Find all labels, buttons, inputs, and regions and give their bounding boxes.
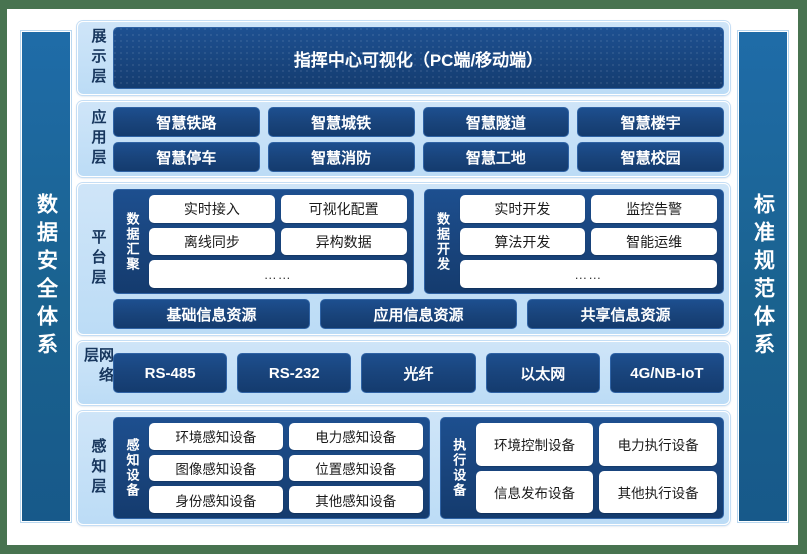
app-item-smart-construction-site[interactable]: 智慧工地	[422, 142, 570, 172]
app-item-smart-tunnel[interactable]: 智慧隧道	[422, 107, 570, 137]
chip-image-sensing-device[interactable]: 图像感知设备	[149, 454, 283, 482]
layer-network-name: 网络层	[82, 347, 114, 387]
chip-realtime-development[interactable]: 实时开发	[459, 195, 586, 223]
network-item-rs485[interactable]: RS-485	[113, 353, 228, 393]
layer-presentation: 展示层 指挥中心可视化（PC端/移动端）	[77, 21, 730, 95]
app-item-smart-campus[interactable]: 智慧校园	[577, 142, 724, 172]
group-body-data-development: 实时开发 监控告警 算法开发 智能运维 ……	[459, 195, 717, 289]
app-item-smart-urban-rail[interactable]: 智慧城铁	[267, 107, 415, 137]
layer-platform-name: 平台层	[89, 229, 107, 289]
layer-application-body: 智慧铁路 智慧城铁 智慧隧道 智慧楼宇 智慧停车 智慧消防 智慧工地 智慧校园	[113, 107, 724, 172]
app-item-smart-railway[interactable]: 智慧铁路	[113, 107, 260, 137]
app-item-smart-parking[interactable]: 智慧停车	[113, 142, 260, 172]
layer-application: 应用层 智慧铁路 智慧城铁 智慧隧道 智慧楼宇 智慧停车 智慧消防 智慧工地 智…	[77, 101, 730, 177]
sensing-row-1: 环境感知设备 电力感知设备	[149, 423, 423, 450]
chip-algorithm-development[interactable]: 算法开发	[459, 227, 586, 256]
app-item-smart-firefighting[interactable]: 智慧消防	[267, 142, 415, 172]
group-body-sensing-devices: 环境感知设备 电力感知设备 图像感知设备 位置感知设备 身份感知设备 其他感知设…	[149, 423, 423, 514]
chip-position-sensing-device[interactable]: 位置感知设备	[288, 454, 423, 482]
group-label-data-development: 数据开发	[435, 211, 450, 272]
chip-heterogeneous-data[interactable]: 异构数据	[280, 227, 407, 256]
network-item-ethernet[interactable]: 以太网	[485, 353, 600, 393]
architecture-diagram: 数据安全体系 展示层 指挥中心可视化（PC端/移动端） 应用层 智慧铁路 智慧城…	[7, 9, 798, 545]
chip-development-ellipsis: ……	[459, 260, 717, 289]
sensing-row-3: 身份感知设备 其他感知设备	[149, 486, 423, 514]
layer-network-body: RS-485 RS-232 光纤 以太网 4G/NB-IoT	[113, 347, 725, 399]
platform-groups-row: 数据汇聚 实时接入 可视化配置 离线同步 异构数据	[113, 189, 724, 294]
chip-power-actuating-device[interactable]: 电力执行设备	[599, 423, 717, 466]
aggregation-row-3: ……	[149, 260, 407, 289]
sensing-row-2: 图像感知设备 位置感知设备	[149, 454, 423, 482]
chip-visual-configuration[interactable]: 可视化配置	[280, 195, 407, 223]
resource-basic-information[interactable]: 基础信息资源	[113, 299, 310, 329]
group-label-data-aggregation: 数据汇聚	[124, 211, 140, 272]
network-item-rs232[interactable]: RS-232	[237, 353, 352, 393]
layer-presentation-name: 展示层	[89, 28, 107, 88]
application-row-2: 智慧停车 智慧消防 智慧工地 智慧校园	[113, 142, 724, 172]
actuating-row-2: 信息发布设备 其他执行设备	[475, 470, 717, 513]
chip-monitoring-alarm[interactable]: 监控告警	[591, 195, 717, 223]
chip-aggregation-ellipsis: ……	[149, 260, 407, 289]
layer-platform-body: 数据汇聚 实时接入 可视化配置 离线同步 异构数据	[113, 189, 724, 329]
perception-group-actuating-devices: 执行设备 环境控制设备 电力执行设备 信息发布设备 其他执行设备	[439, 417, 724, 519]
network-item-optical-fiber[interactable]: 光纤	[361, 353, 476, 393]
aggregation-row-1: 实时接入 可视化配置	[149, 195, 407, 223]
network-item-4g-nbiot[interactable]: 4G/NB-IoT	[609, 353, 725, 393]
resource-shared-information[interactable]: 共享信息资源	[527, 299, 724, 329]
layer-perception: 感知层 感知设备 环境感知设备 电力感知设备	[77, 411, 730, 525]
platform-resources-row: 基础信息资源 应用信息资源 共享信息资源	[113, 299, 724, 329]
development-row-1: 实时开发 监控告警	[459, 195, 717, 223]
chip-environment-control-device[interactable]: 环境控制设备	[475, 423, 594, 466]
group-body-data-aggregation: 实时接入 可视化配置 离线同步 异构数据 ……	[149, 195, 407, 289]
layer-stack: 展示层 指挥中心可视化（PC端/移动端） 应用层 智慧铁路 智慧城铁 智慧隧道 …	[77, 21, 730, 531]
layer-network: 网络层 RS-485 RS-232 光纤 以太网 4G/NB-IoT	[77, 341, 730, 405]
app-item-smart-building[interactable]: 智慧楼宇	[577, 107, 724, 137]
chip-power-sensing-device[interactable]: 电力感知设备	[288, 423, 423, 450]
network-items-row: RS-485 RS-232 光纤 以太网 4G/NB-IoT	[113, 347, 725, 399]
group-body-actuating-devices: 环境控制设备 电力执行设备 信息发布设备 其他执行设备	[475, 423, 717, 513]
development-row-2: 算法开发 智能运维	[459, 227, 717, 256]
presentation-banner[interactable]: 指挥中心可视化（PC端/移动端）	[113, 27, 724, 89]
chip-other-actuating-device[interactable]: 其他执行设备	[599, 470, 717, 513]
platform-group-data-aggregation: 数据汇聚 实时接入 可视化配置 离线同步 异构数据	[113, 189, 414, 294]
left-pillar-label: 数据安全体系	[34, 192, 58, 361]
group-label-sensing-devices: 感知设备	[124, 438, 140, 498]
actuating-row-1: 环境控制设备 电力执行设备	[475, 423, 717, 466]
right-pillar-standards-system: 标准规范体系	[738, 31, 788, 522]
left-pillar-data-security: 数据安全体系	[21, 31, 71, 522]
layer-perception-name: 感知层	[89, 438, 107, 498]
chip-other-sensing-device[interactable]: 其他感知设备	[288, 486, 423, 514]
perception-group-sensing-devices: 感知设备 环境感知设备 电力感知设备 图像感知设备 位置感知设备	[113, 417, 430, 519]
layer-presentation-body: 指挥中心可视化（PC端/移动端）	[113, 27, 724, 89]
group-label-actuating-devices: 执行设备	[451, 438, 467, 498]
development-row-3: ……	[459, 260, 717, 289]
application-row-1: 智慧铁路 智慧城铁 智慧隧道 智慧楼宇	[113, 107, 724, 137]
layer-application-name: 应用层	[89, 109, 107, 169]
perception-groups-row: 感知设备 环境感知设备 电力感知设备 图像感知设备 位置感知设备	[113, 417, 724, 519]
right-pillar-label: 标准规范体系	[751, 192, 775, 361]
chip-environment-sensing-device[interactable]: 环境感知设备	[149, 423, 283, 450]
chip-information-release-device[interactable]: 信息发布设备	[475, 470, 594, 513]
chip-realtime-access[interactable]: 实时接入	[149, 195, 275, 223]
chip-identity-sensing-device[interactable]: 身份感知设备	[149, 486, 283, 514]
layer-platform: 平台层 数据汇聚 实时接入 可视化配置	[77, 183, 730, 335]
chip-intelligent-operations[interactable]: 智能运维	[591, 227, 717, 256]
aggregation-row-2: 离线同步 异构数据	[149, 227, 407, 256]
platform-group-data-development: 数据开发 实时开发 监控告警 算法开发 智能运维	[423, 189, 724, 294]
resource-application-information[interactable]: 应用信息资源	[320, 299, 517, 329]
layer-perception-body: 感知设备 环境感知设备 电力感知设备 图像感知设备 位置感知设备	[113, 417, 724, 519]
chip-offline-sync[interactable]: 离线同步	[149, 227, 275, 256]
